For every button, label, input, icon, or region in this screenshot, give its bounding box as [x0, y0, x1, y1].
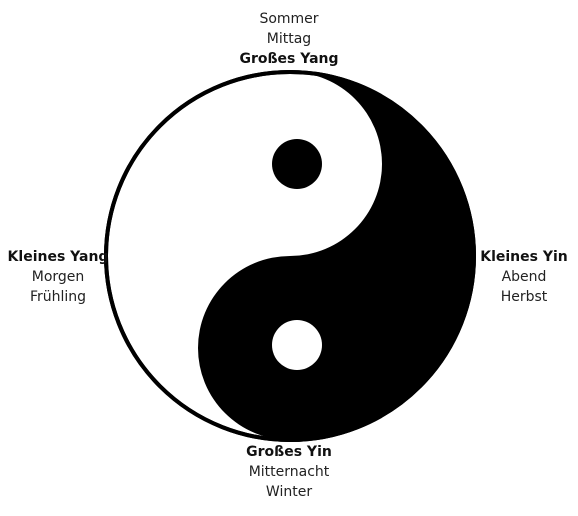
label-mitternacht: Mitternacht: [248, 464, 330, 480]
label-grosses-yang: Großes Yang: [239, 51, 339, 67]
label-kleines-yin: Kleines Yin: [480, 249, 568, 265]
label-group-top: Sommer Mittag Großes Yang: [219, 9, 359, 69]
yin-dot: [272, 320, 322, 370]
yang-dot: [272, 139, 322, 189]
label-group-left: Kleines Yang Morgen Frühling: [2, 247, 114, 307]
label-herbst: Herbst: [500, 289, 548, 305]
label-sommer: Sommer: [259, 11, 319, 27]
label-winter: Winter: [265, 484, 313, 500]
label-group-bottom: Großes Yin Mitternacht Winter: [219, 442, 359, 502]
label-mittag: Mittag: [266, 31, 312, 47]
label-morgen: Morgen: [31, 269, 85, 285]
yin-half: [198, 72, 474, 440]
label-fruehling: Frühling: [29, 289, 87, 305]
label-kleines-yang: Kleines Yang: [7, 249, 109, 265]
label-abend: Abend: [501, 269, 547, 285]
outer-ring: [104, 70, 476, 442]
label-grosses-yin: Großes Yin: [246, 444, 332, 460]
label-group-right: Kleines Yin Abend Herbst: [474, 247, 574, 307]
